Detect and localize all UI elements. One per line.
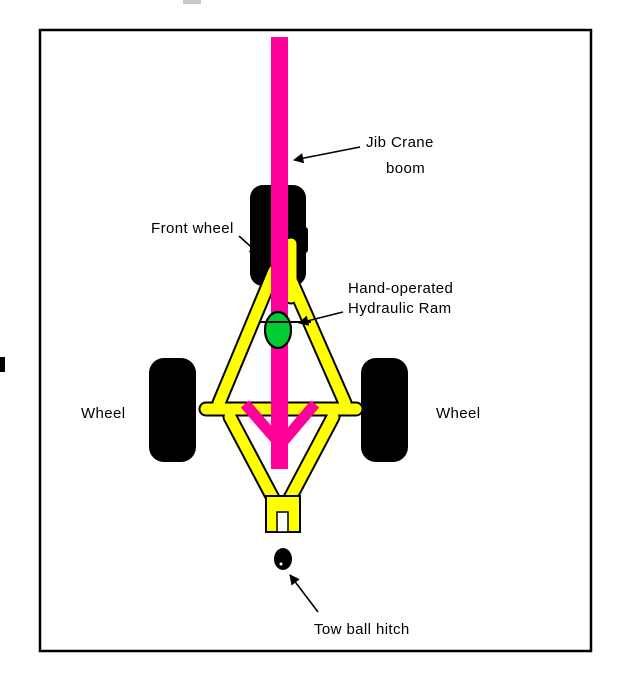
edge-artifact-left: [0, 357, 5, 372]
arrow-hydraulic-ram: [297, 311, 344, 326]
frame-lower-right-bar: [282, 411, 339, 508]
arrow-tow-ball-hitch: [289, 574, 319, 613]
label-wheel-right: Wheel: [436, 405, 481, 422]
boom-arrowhead: [240, 400, 320, 448]
tow-ball: [274, 548, 292, 570]
frame-upper-right-bar: [281, 265, 351, 409]
edge-artifact-top: [183, 0, 201, 4]
label-ram-line1: Hand-operated: [348, 280, 453, 297]
boom-arrowhead-left: [240, 400, 285, 448]
arrow-jib-crane-boom: [292, 146, 361, 164]
frame-lower-left-bar: [224, 411, 281, 508]
frame-upper-left-bar: [213, 265, 280, 409]
arrow-front-wheel: [238, 235, 260, 255]
label-jib-crane-line1: Jib Crane: [366, 134, 434, 151]
right-wheel: [361, 358, 408, 462]
label-tow-ball-hitch: Tow ball hitch: [314, 621, 410, 638]
hydraulic-ram: [263, 310, 293, 350]
jib-crane-boom: [271, 37, 288, 469]
frame-yellow: [200, 238, 362, 508]
label-jib-crane-line2: boom: [386, 160, 425, 177]
label-ram-line2: Hydraulic Ram: [348, 300, 452, 317]
label-front-wheel: Front wheel: [151, 220, 234, 237]
boom-arrowhead-right: [276, 400, 320, 448]
tow-ball-highlight: [279, 562, 283, 566]
label-wheel-left: Wheel: [81, 405, 126, 422]
hitch-notch: [276, 511, 289, 533]
left-wheel: [149, 358, 196, 462]
